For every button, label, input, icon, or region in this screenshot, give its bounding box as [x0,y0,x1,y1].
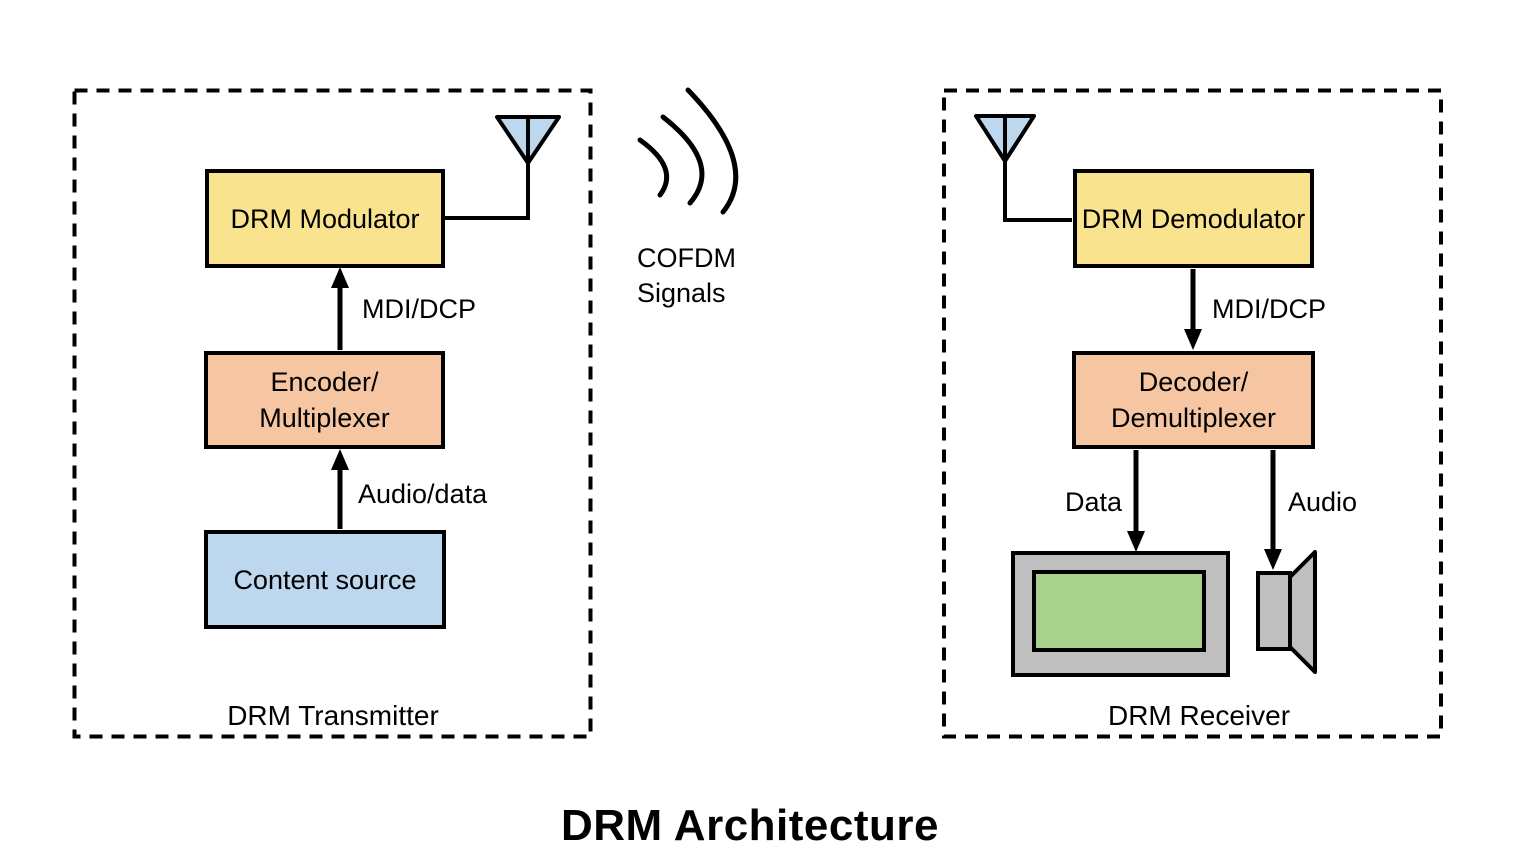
cofdm-signals-label: COFDM Signals [637,241,736,311]
mdi-dcp-label-transmitter: MDI/DCP [362,294,476,324]
drm-transmitter-caption: DRM Transmitter [227,700,439,731]
decoder-demultiplexer-block: Decoder/ Demultiplexer [1072,351,1315,449]
drm-receiver-caption: DRM Receiver [1107,700,1291,731]
speaker-icon [1256,550,1317,674]
antenna-icon [445,115,561,220]
drm-modulator-block: DRM Modulator [205,169,445,268]
arrow-mdi-dcp-tx [331,267,349,350]
cofdm-signals-line2: Signals [637,278,726,308]
receiver-boundary [942,88,1443,739]
encoder-label-line1: Encoder/ [270,367,379,397]
decoder-label-line1: Decoder/ [1138,367,1249,397]
content-source-label: Content source [233,564,417,595]
diagram-title: DRM Architecture [561,801,939,850]
antenna-icon [974,114,1072,222]
arrow-audio-data [331,449,349,529]
arrow-audio [1264,450,1282,570]
content-source-block: Content source [204,530,446,629]
drm-demodulator-label: DRM Demodulator [1081,203,1306,234]
mdi-dcp-label-receiver: MDI/DCP [1212,294,1326,324]
drm-demodulator-block: DRM Demodulator [1073,169,1314,268]
encoder-multiplexer-block: Encoder/ Multiplexer [204,351,445,449]
arrow-mdi-dcp-rx [1184,269,1202,350]
encoder-label-line2: Multiplexer [259,403,390,433]
display-icon [1011,551,1230,677]
data-label: Data [1064,487,1122,517]
arrow-data [1127,450,1145,552]
decoder-label-line2: Demultiplexer [1110,403,1277,433]
audio-data-label: Audio/data [358,479,488,509]
signal-waves-icon [637,87,739,215]
drm-modulator-label: DRM Modulator [230,203,420,234]
audio-label: Audio [1288,487,1358,517]
cofdm-signals-line1: COFDM [637,243,736,273]
transmitter-boundary [72,88,593,739]
